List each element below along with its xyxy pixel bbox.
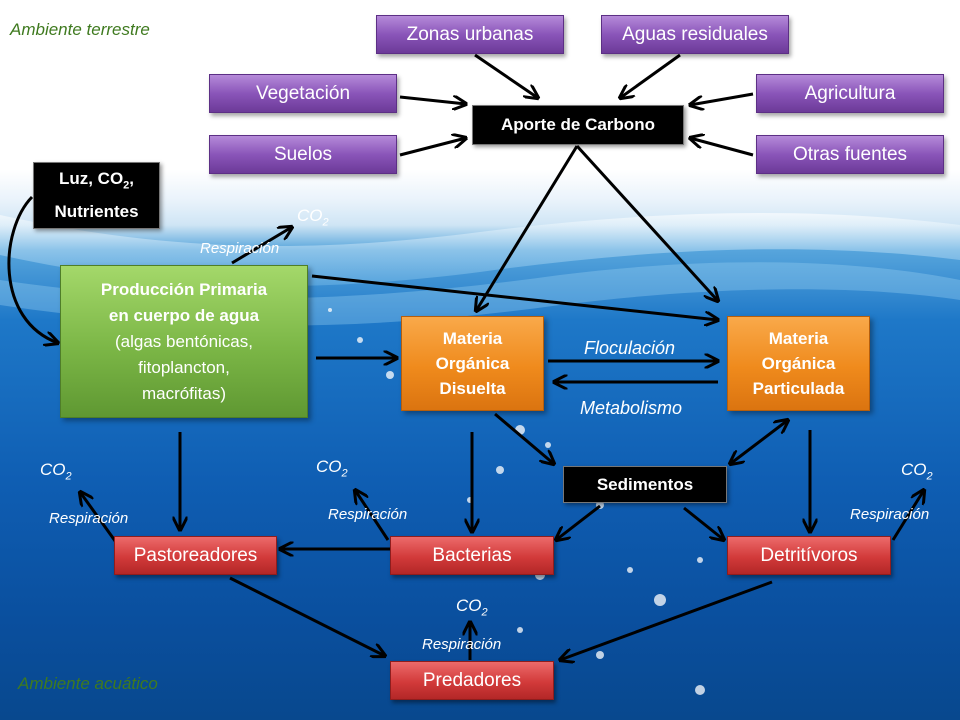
flocculation-label: Floculación	[584, 338, 676, 358]
dom-line1: Materia	[442, 329, 503, 348]
inputs-box: Luz, CO2, Nutrientes	[33, 162, 160, 229]
source-other-label: Otras fuentes	[792, 143, 908, 165]
predators-box: Predadores	[390, 661, 554, 700]
source-urban-zones-label: Zonas urbanas	[406, 23, 534, 45]
co2-production-label: CO2	[297, 206, 329, 228]
co2-predators-label: CO2	[456, 596, 488, 618]
bacteria-label: Bacterias	[432, 544, 512, 566]
co2-predators-sub: 2	[481, 606, 488, 619]
inputs-line1: Luz, CO2,	[59, 166, 134, 198]
primary-production-detail-1: (algas bentónicas,	[115, 331, 253, 351]
dom-line2: Orgánica	[435, 354, 510, 373]
inputs-light-co-label: Luz, CO	[58, 169, 124, 189]
detritivores-box: Detritívoros	[727, 536, 891, 575]
bacteria-box: Bacterias	[390, 536, 554, 575]
pom-line1: Materia	[768, 329, 829, 348]
pom-line3: Particulada	[752, 379, 845, 398]
co2-detritivores-base: CO	[901, 460, 927, 479]
source-wastewater-label: Aguas residuales	[622, 23, 768, 45]
co2-grazers-base: CO	[40, 460, 66, 479]
carbon-input-label: Aporte de Carbono	[501, 115, 655, 134]
co2-production-base: CO	[297, 206, 323, 225]
source-agriculture: Agricultura	[756, 74, 944, 113]
co2-bacteria-base: CO	[316, 457, 342, 476]
co2-grazers-sub: 2	[65, 470, 72, 483]
pom-line2: Orgánica	[761, 354, 836, 373]
dissolved-organic-matter-box: Materia Orgánica Disuelta	[401, 316, 544, 411]
respiration-production-label: Respiración	[200, 240, 280, 257]
particulate-organic-matter-box: Materia Orgánica Particulada	[727, 316, 870, 411]
carbon-input-box: Aporte de Carbono	[472, 105, 684, 145]
primary-production-detail-2: fitoplancton,	[138, 357, 230, 377]
source-soils: Suelos	[209, 135, 397, 174]
co2-predators-base: CO	[456, 596, 482, 615]
detritivores-label: Detritívoros	[760, 544, 858, 566]
inputs-co2-subscript: 2	[123, 179, 130, 192]
source-soils-label: Suelos	[273, 143, 333, 165]
dom-line3: Disuelta	[439, 379, 506, 398]
source-vegetation: Vegetación	[209, 74, 397, 113]
source-vegetation-label: Vegetación	[255, 82, 351, 104]
sediments-box: Sedimentos	[563, 466, 727, 503]
co2-detritivores-label: CO2	[901, 460, 933, 482]
source-urban-zones: Zonas urbanas	[376, 15, 564, 54]
respiration-bacteria-label: Respiración	[328, 506, 408, 523]
predators-label: Predadores	[422, 669, 522, 691]
co2-production-sub: 2	[322, 216, 329, 229]
primary-production-title-1: Producción Primaria	[100, 279, 268, 299]
respiration-grazers-label: Respiración	[49, 510, 129, 527]
aquatic-environment-label: Ambiente acuático	[18, 674, 158, 693]
terrestrial-environment-label: Ambiente terrestre	[10, 20, 150, 39]
primary-production-title-2: en cuerpo de agua	[108, 305, 260, 325]
co2-bacteria-label: CO2	[316, 457, 348, 479]
co2-grazers-label: CO2	[40, 460, 72, 482]
source-other: Otras fuentes	[756, 135, 944, 174]
sediments-label: Sedimentos	[596, 474, 694, 494]
co2-bacteria-sub: 2	[341, 467, 348, 480]
primary-production-box: Producción Primaria en cuerpo de agua (a…	[60, 265, 308, 418]
primary-production-detail-3: macrófitas)	[141, 383, 227, 403]
respiration-detritivores-label: Respiración	[850, 506, 930, 523]
inputs-comma: ,	[129, 169, 135, 189]
source-wastewater: Aguas residuales	[601, 15, 789, 54]
source-agriculture-label: Agricultura	[804, 82, 896, 104]
metabolism-label: Metabolismo	[580, 398, 683, 418]
co2-detritivores-sub: 2	[926, 470, 933, 483]
respiration-predators-label: Respiración	[422, 636, 502, 653]
grazers-label: Pastoreadores	[133, 544, 258, 566]
inputs-line2: Nutrientes	[54, 201, 139, 221]
grazers-box: Pastoreadores	[114, 536, 277, 575]
